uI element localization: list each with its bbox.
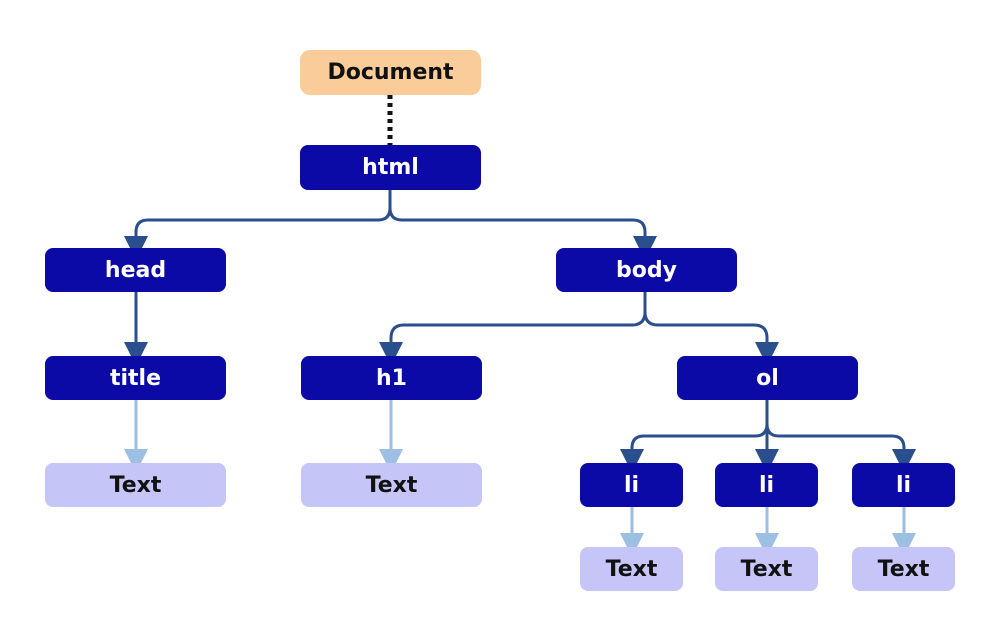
node-title: title (45, 356, 226, 400)
node-li-3-label: li (896, 473, 911, 498)
connectors (124, 95, 916, 557)
node-document: Document (300, 50, 481, 95)
node-document-label: Document (327, 60, 454, 85)
node-li-1: li (580, 463, 683, 507)
html-children-connector (124, 190, 392, 260)
node-body-label: body (616, 258, 677, 283)
node-h1-label: h1 (376, 366, 407, 391)
ol-li-1-connector (620, 400, 769, 473)
node-text-li-3: Text (852, 547, 955, 591)
node-text-li-3-label: Text (878, 557, 930, 582)
node-text-title: Text (45, 463, 226, 507)
node-li-2-label: li (759, 473, 774, 498)
node-text-h1: Text (301, 463, 482, 507)
node-html: html (300, 145, 481, 190)
node-li-1-label: li (624, 473, 639, 498)
node-title-label: title (110, 366, 161, 391)
node-text-li-2-label: Text (741, 557, 793, 582)
node-head: head (45, 248, 226, 292)
node-text-li-1: Text (580, 547, 683, 591)
node-text-li-1-label: Text (606, 557, 658, 582)
body-ol-connector (643, 311, 779, 366)
node-text-title-label: Text (110, 473, 162, 498)
node-h1: h1 (301, 356, 482, 400)
body-h1-connector (379, 292, 647, 366)
ol-li-3-connector (765, 423, 916, 473)
node-ol: ol (677, 356, 858, 400)
node-text-h1-label: Text (366, 473, 418, 498)
node-li-2: li (715, 463, 818, 507)
node-html-label: html (362, 155, 419, 180)
node-head-label: head (105, 258, 166, 283)
html-body-connector (388, 207, 657, 260)
node-text-li-2: Text (715, 547, 818, 591)
node-body: body (556, 248, 737, 292)
node-li-3: li (852, 463, 955, 507)
node-ol-label: ol (756, 366, 779, 391)
